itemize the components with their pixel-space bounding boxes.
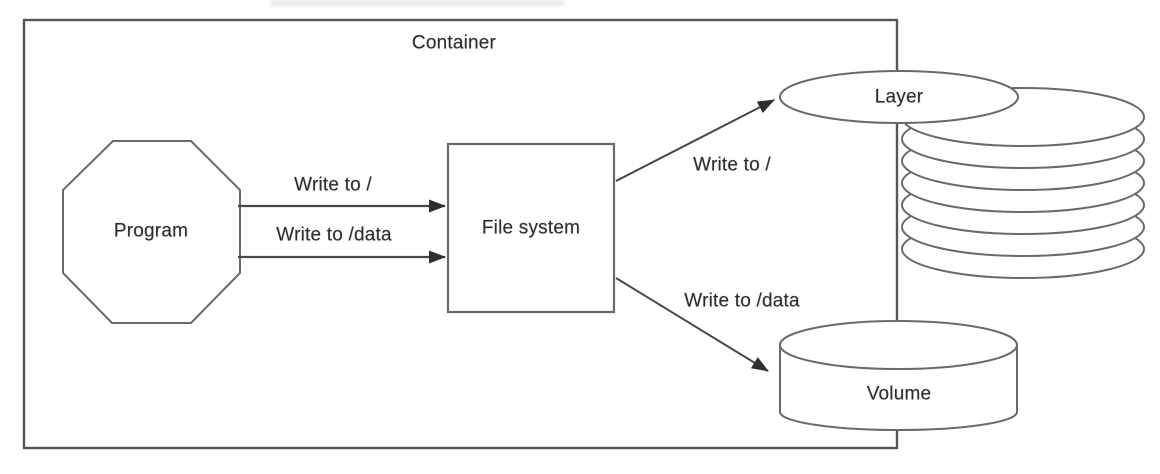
volume-label: Volume [866, 383, 932, 405]
volume-cylinder [779, 320, 1018, 431]
container-label: Container [411, 32, 497, 54]
program-octagon [62, 140, 241, 324]
filesystem-box [446, 142, 616, 314]
container-box [22, 18, 899, 450]
edge-label-program-data: Write to /data [276, 224, 392, 246]
cropped-text-artifact [270, 0, 565, 6]
volume-cylinder-top [779, 320, 1018, 370]
layer-ellipse [779, 70, 1019, 124]
edge-label-program-root: Write to / [294, 174, 372, 196]
program-label: Program [113, 220, 189, 242]
filesystem-to-volume-arrow [615, 277, 769, 372]
edge-label-volume-data: Write to /data [684, 290, 800, 312]
filesystem-to-layer-arrow [615, 99, 775, 182]
layer-label: Layer [874, 86, 924, 108]
filesystem-label: File system [481, 217, 581, 239]
edge-label-layer-root: Write to / [693, 154, 771, 176]
